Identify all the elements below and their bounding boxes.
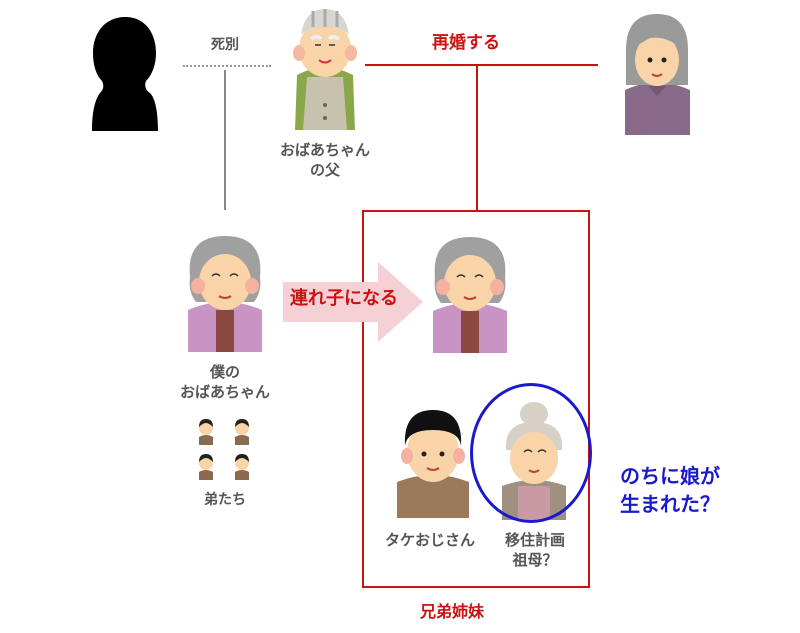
remarriage-red-line bbox=[365, 64, 598, 66]
uncle-take-icon bbox=[397, 410, 469, 518]
my-grandma-icon bbox=[188, 236, 262, 352]
stepchild-arrow bbox=[283, 262, 423, 342]
daughter-born-label: のちに娘が 生まれた？ bbox=[620, 464, 720, 516]
second-wife-icon bbox=[625, 14, 690, 135]
brother-icon bbox=[199, 419, 213, 445]
remarriage-child-red-line bbox=[476, 65, 478, 211]
uncle-take-label: タケおじさん bbox=[384, 531, 475, 549]
siblings-label: 兄弟姉妹 bbox=[420, 602, 485, 621]
death-separation-label: 死別 bbox=[211, 37, 239, 53]
deceased-silhouette-icon bbox=[92, 17, 158, 131]
grandma-father-label: おばあちゃん の父 bbox=[279, 141, 370, 179]
highlight-blue-oval bbox=[470, 383, 592, 523]
brother-icon bbox=[235, 454, 249, 480]
death-separation-dotted-line bbox=[183, 65, 271, 67]
relocation-grandma-label: 移住計画 祖母？ bbox=[504, 531, 565, 569]
siblings-box bbox=[362, 210, 590, 588]
brothers-label: 弟たち bbox=[204, 492, 246, 508]
brother-icon bbox=[235, 419, 249, 445]
my-grandma-label: 僕の おばあちゃん bbox=[179, 363, 270, 401]
brothers-group bbox=[197, 417, 257, 487]
remarriage-label: 再婚する bbox=[432, 33, 500, 53]
grandma-father-icon bbox=[293, 9, 357, 130]
stepchild-label: 連れ子になる bbox=[290, 288, 398, 309]
grandma-stepchild-icon bbox=[433, 237, 507, 353]
parent-child-gray-line bbox=[224, 70, 226, 210]
brother-icon bbox=[199, 454, 213, 480]
